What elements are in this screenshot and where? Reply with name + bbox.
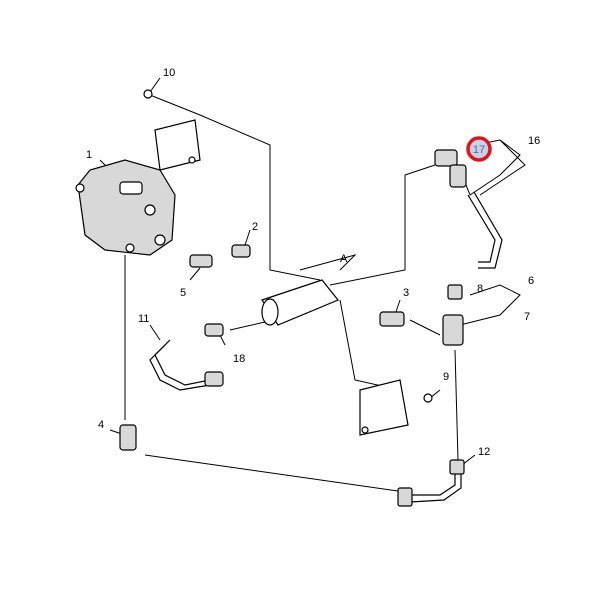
callout-8: 8 <box>477 283 483 295</box>
highlight-ring <box>466 136 492 162</box>
callout-12: 12 <box>478 446 490 458</box>
callout-7: 7 <box>524 311 530 323</box>
power-steering-pump <box>75 159 176 256</box>
filter-a <box>261 279 339 326</box>
callout-11: 11 <box>138 313 149 325</box>
callout-a: A <box>340 253 348 265</box>
callout-10: 10 <box>163 67 175 79</box>
callout-17-highlight[interactable]: 17 <box>466 136 492 162</box>
callout-5: 5 <box>180 287 186 299</box>
callout-2: 2 <box>252 221 258 233</box>
fittings <box>119 149 467 451</box>
callout-4: 4 <box>98 419 104 431</box>
callout-9: 9 <box>443 371 449 383</box>
callout-3: 3 <box>403 287 409 299</box>
leader-lines <box>99 77 526 493</box>
upper-bracket <box>143 89 201 171</box>
callout-18: 18 <box>233 353 245 365</box>
tubes <box>149 191 503 507</box>
lower-bracket <box>359 379 433 436</box>
callout-6: 6 <box>528 275 534 287</box>
callout-17: 17 <box>473 144 485 156</box>
callout-16: 16 <box>528 135 540 147</box>
callouts: 1 2 3 4 5 6 7 8 9 10 11 12 16 18 A 17 <box>86 67 540 458</box>
callout-1: 1 <box>86 149 92 161</box>
